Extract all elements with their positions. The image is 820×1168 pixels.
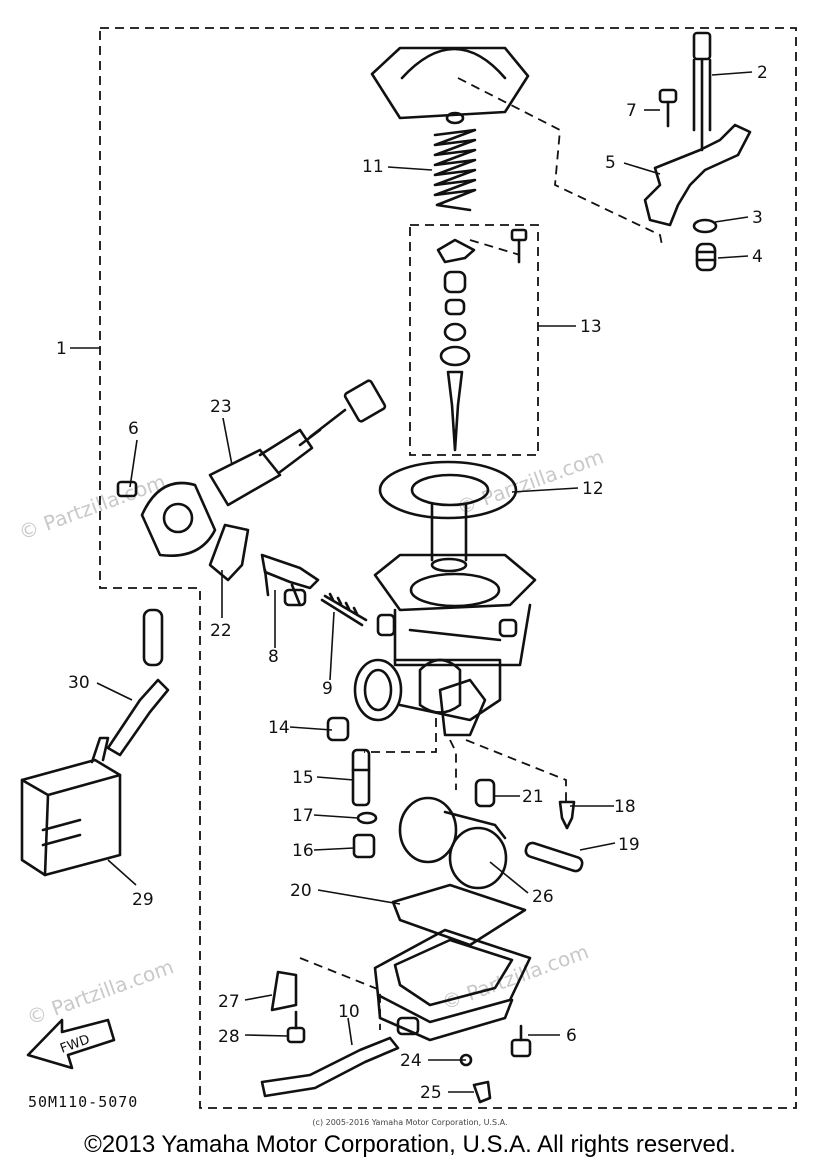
callout-14: 14 [268, 718, 290, 738]
callout-labels: 1 2 3 4 5 6 7 8 9 10 11 12 13 14 15 16 1… [56, 63, 768, 1103]
callout-17: 17 [292, 806, 314, 826]
part-4-spring [695, 242, 717, 272]
part-7-screw [658, 88, 678, 128]
callout-26: 26 [532, 887, 554, 907]
callout-16: 16 [292, 841, 314, 861]
float-bowl [373, 928, 532, 1042]
part-29-canister [20, 736, 122, 877]
callout-7: 7 [626, 101, 637, 121]
callout-2: 2 [757, 63, 768, 83]
callout-6: 6 [128, 419, 139, 439]
callout-24: 24 [400, 1051, 422, 1071]
part-16-main-jet [352, 833, 376, 859]
part-24-ring [459, 1053, 473, 1067]
part-2-screw [692, 31, 712, 152]
callout-27: 27 [218, 992, 240, 1012]
part-12-diaphragm [378, 460, 518, 573]
assembly-boundary [99, 27, 797, 1109]
callout-9: 9 [322, 679, 333, 699]
part-23-sensor [116, 379, 387, 557]
callout-5: 5 [605, 153, 616, 173]
needle-assembly-boundary [409, 224, 539, 456]
callout-10: 10 [338, 1002, 360, 1022]
small-copyright: (c) 2005-2016 Yamaha Motor Corporation, … [312, 1118, 508, 1127]
callout-25: 25 [420, 1083, 442, 1103]
callout-8: 8 [268, 647, 279, 667]
callout-13: 13 [580, 317, 602, 337]
callout-3: 3 [752, 208, 763, 228]
part-6-screw-lower [510, 1024, 532, 1058]
part-26-float [398, 796, 508, 890]
callout-6-lower: 6 [566, 1026, 577, 1046]
part-21-pilot-jet [474, 778, 496, 808]
callout-28: 28 [218, 1027, 240, 1047]
part-8-throttle-screw [260, 553, 320, 607]
callout-22: 22 [210, 621, 232, 641]
callout-30: 30 [68, 673, 90, 693]
part-25-drain-screw [472, 1080, 492, 1104]
callout-11: 11 [362, 157, 384, 177]
callout-20: 20 [290, 881, 312, 901]
part-18-needle-valve [558, 800, 576, 830]
top-cover [370, 46, 530, 125]
carburetor-body [353, 553, 537, 737]
watermark-lower-left: © Partzilla.com [24, 954, 177, 1029]
callout-19: 19 [618, 835, 640, 855]
part-11-spring [433, 128, 477, 212]
callout-29: 29 [132, 890, 154, 910]
part-10-hose [260, 1036, 400, 1098]
callout-1: 1 [56, 339, 67, 359]
copyright-notice: ©2013 Yamaha Motor Corporation, U.S.A. A… [84, 1131, 736, 1158]
part-19-pin [524, 841, 584, 873]
drawing-code: 50M110-5070 [28, 1093, 139, 1111]
part-14-cap [326, 716, 350, 742]
part-20-gasket [391, 883, 527, 947]
callout-12: 12 [582, 479, 604, 499]
fwd-arrow: FWD [26, 1018, 116, 1070]
part-15-jet-holder [351, 748, 371, 807]
callout-23: 23 [210, 397, 232, 417]
part-9-adjust-screw [320, 592, 368, 627]
part-22-gasket [208, 523, 250, 582]
callout-15: 15 [292, 768, 314, 788]
part-5-bracket [643, 123, 752, 227]
callout-18: 18 [614, 797, 636, 817]
callout-21: 21 [522, 787, 544, 807]
part-28-screw [286, 1010, 306, 1044]
leader-lines [70, 71, 753, 1093]
part-13-needle-set [436, 228, 528, 452]
part-30-hose [106, 608, 170, 757]
part-3-washer [692, 218, 718, 234]
callout-4: 4 [752, 247, 763, 267]
part-17-o-ring [356, 811, 378, 825]
watermark-lower-right: © Partzilla.com [439, 939, 592, 1014]
part-27-clip [270, 970, 298, 1012]
